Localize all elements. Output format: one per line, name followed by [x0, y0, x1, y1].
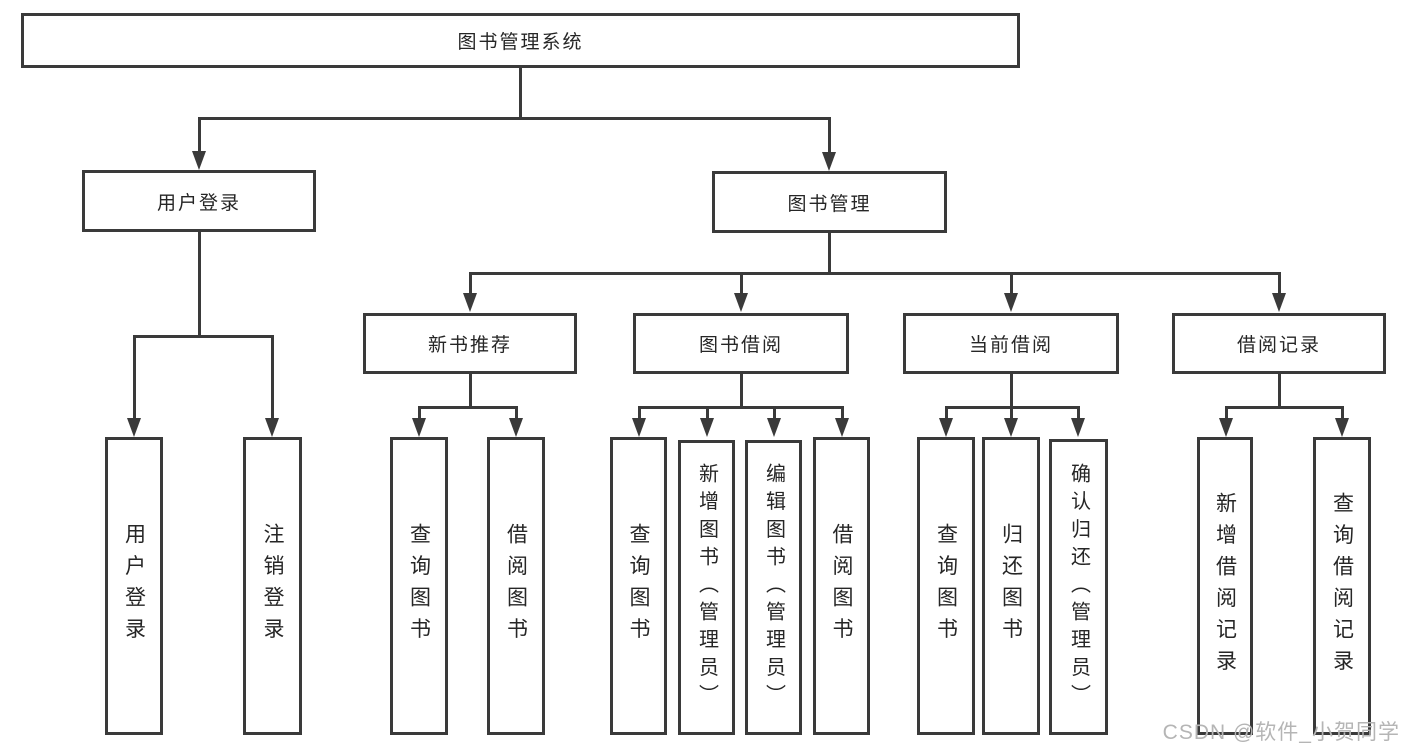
node-new-books-label: 新书推荐 — [427, 335, 512, 356]
arrow-down-icon — [822, 152, 836, 171]
arrow-down-icon — [412, 418, 426, 437]
connector-book-borrow-drop — [740, 374, 743, 406]
connector-stub — [469, 272, 472, 294]
node-root-label: 图书管理系统 — [457, 32, 584, 53]
leaf-records-query: 查询借阅记录 — [1313, 437, 1371, 735]
node-current-borrow-label: 当前借阅 — [968, 335, 1053, 356]
leaf-borrow-add-admin: 新增图书（管理员） — [678, 440, 735, 735]
connector-stub — [418, 406, 421, 420]
leaf-label: 新增借阅记录 — [1213, 491, 1237, 681]
arrow-down-icon — [192, 151, 206, 170]
connector-stub — [1010, 272, 1013, 294]
connector-stub — [740, 272, 743, 294]
connector-stub — [1341, 406, 1344, 420]
arrow-down-icon — [509, 418, 523, 437]
node-root: 图书管理系统 — [21, 13, 1020, 68]
connector-stub — [706, 406, 709, 420]
arrow-down-icon — [835, 418, 849, 437]
leaf-label: 查询图书 — [407, 523, 431, 649]
leaf-new-books-query: 查询图书 — [390, 437, 448, 735]
leaf-label: 查询图书 — [627, 523, 650, 649]
connector-stub — [133, 335, 136, 419]
arrow-down-icon — [265, 418, 279, 437]
connector-stub-user-login — [198, 117, 201, 152]
arrow-down-icon — [1004, 418, 1018, 437]
node-user-login: 用户登录 — [82, 170, 316, 232]
connector-stub — [1225, 406, 1228, 420]
leaf-current-confirm-admin: 确认归还（管理员） — [1049, 439, 1108, 735]
leaf-borrow-book: 借阅图书 — [813, 437, 870, 735]
arrow-down-icon — [939, 418, 953, 437]
connector-root-drop — [519, 68, 522, 117]
leaf-label: 查询图书 — [934, 523, 958, 649]
arrow-down-icon — [463, 293, 477, 312]
leaf-records-add: 新增借阅记录 — [1197, 437, 1253, 735]
leaf-label: 新增图书（管理员） — [695, 463, 718, 712]
leaf-label: 编辑图书（管理员） — [762, 463, 785, 712]
arrow-down-icon — [734, 293, 748, 312]
connector-stub — [1077, 406, 1080, 420]
node-current-borrow: 当前借阅 — [903, 313, 1119, 374]
arrow-down-icon — [1004, 293, 1018, 312]
connector-book-mgmt-drop — [828, 233, 831, 272]
node-user-login-label: 用户登录 — [156, 192, 241, 214]
connector-stub — [638, 406, 641, 420]
node-book-mgmt: 图书管理 — [712, 171, 947, 233]
leaf-current-return: 归还图书 — [982, 437, 1040, 735]
node-book-borrow: 图书借阅 — [633, 313, 849, 374]
connector-stub — [841, 406, 844, 420]
connector-new-books-drop — [469, 374, 472, 406]
connector-new-books-rail — [418, 406, 518, 409]
connector-borrow-records-drop — [1278, 374, 1281, 406]
leaf-borrow-edit-admin: 编辑图书（管理员） — [745, 440, 802, 735]
arrow-down-icon — [1219, 418, 1233, 437]
leaf-label: 注销登录 — [261, 523, 284, 649]
connector-stub — [1010, 406, 1013, 420]
connector-stub — [271, 335, 274, 419]
arrow-down-icon — [700, 418, 714, 437]
node-borrow-records-label: 借阅记录 — [1236, 335, 1321, 356]
connector-stub-book-mgmt — [828, 117, 831, 153]
leaf-current-query: 查询图书 — [917, 437, 975, 735]
leaf-label: 查询借阅记录 — [1330, 491, 1354, 681]
arrow-down-icon — [632, 418, 646, 437]
node-new-books: 新书推荐 — [363, 313, 577, 374]
connector-level3-rail — [469, 272, 1281, 275]
arrow-down-icon — [1071, 418, 1085, 437]
leaf-user-login: 用户登录 — [105, 437, 163, 735]
connector-current-borrow-drop — [1010, 374, 1013, 406]
connector-book-borrow-rail — [638, 406, 844, 409]
node-book-borrow-label: 图书借阅 — [698, 335, 783, 356]
leaf-borrow-query: 查询图书 — [610, 437, 667, 735]
arrow-down-icon — [767, 418, 781, 437]
node-borrow-records: 借阅记录 — [1172, 313, 1386, 374]
leaf-label: 借阅图书 — [830, 523, 853, 649]
leaf-label: 确认归还（管理员） — [1067, 462, 1090, 712]
connector-stub — [515, 406, 518, 420]
connector-root-rail — [198, 117, 831, 120]
arrow-down-icon — [1272, 293, 1286, 312]
leaf-logout: 注销登录 — [243, 437, 302, 735]
arrow-down-icon — [1335, 418, 1349, 437]
leaf-label: 用户登录 — [122, 523, 146, 649]
connector-borrow-records-rail — [1225, 406, 1344, 409]
connector-user-login-drop — [198, 232, 201, 335]
arrow-down-icon — [127, 418, 141, 437]
connector-stub — [773, 406, 776, 420]
leaf-label: 归还图书 — [999, 523, 1023, 649]
node-book-mgmt-label: 图书管理 — [787, 193, 872, 215]
csdn-watermark: CSDN @软件_小贺同学 — [1162, 721, 1400, 744]
connector-stub — [1278, 272, 1281, 294]
leaf-new-books-borrow: 借阅图书 — [487, 437, 545, 735]
connector-stub — [945, 406, 948, 420]
leaf-label: 借阅图书 — [504, 523, 528, 649]
connector-user-login-rail — [133, 335, 274, 338]
